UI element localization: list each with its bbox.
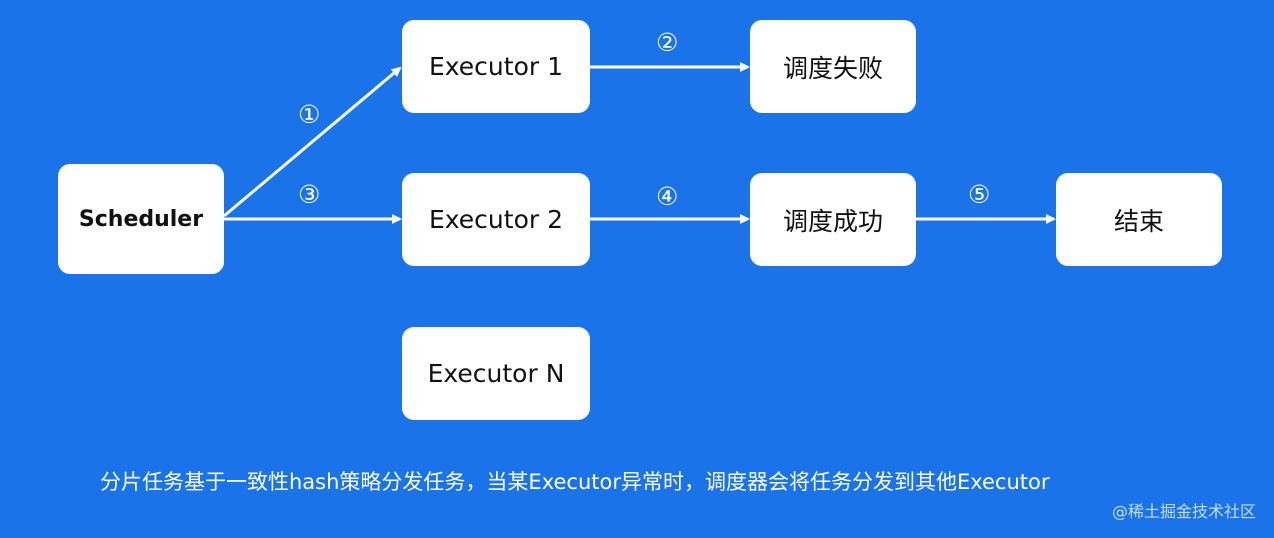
node-executor-1: Executor 1 [402, 20, 590, 113]
diagram-caption: 分片任务基于一致性hash策略分发任务，当某Executor异常时，调度器会将任… [100, 470, 1050, 494]
edge-scheduler-to-executor1 [223, 66, 402, 218]
node-executor-n: Executor N [402, 327, 590, 420]
step-label-3: ③ [298, 180, 321, 209]
step-label-4: ④ [656, 182, 679, 211]
step-label-5: ⑤ [968, 180, 991, 209]
node-end: 结束 [1056, 173, 1222, 266]
node-end-label: 结束 [1113, 206, 1164, 236]
node-schedule-failed: 调度失败 [750, 20, 916, 113]
node-schedule-success-label: 调度成功 [782, 206, 883, 236]
node-scheduler-label: Scheduler [78, 206, 204, 232]
node-scheduler: Scheduler [58, 164, 224, 274]
node-schedule-failed-label: 调度失败 [782, 53, 883, 83]
source-credit: @稀土掘金技术社区 [1111, 502, 1256, 521]
node-executor-n-label: Executor N [427, 359, 565, 388]
node-executor-1-label: Executor 1 [428, 52, 564, 81]
node-schedule-success: 调度成功 [750, 173, 916, 266]
step-label-2: ② [656, 28, 679, 57]
step-label-1: ① [298, 100, 321, 129]
node-executor-2: Executor 2 [402, 173, 590, 266]
node-executor-2-label: Executor 2 [428, 205, 564, 234]
